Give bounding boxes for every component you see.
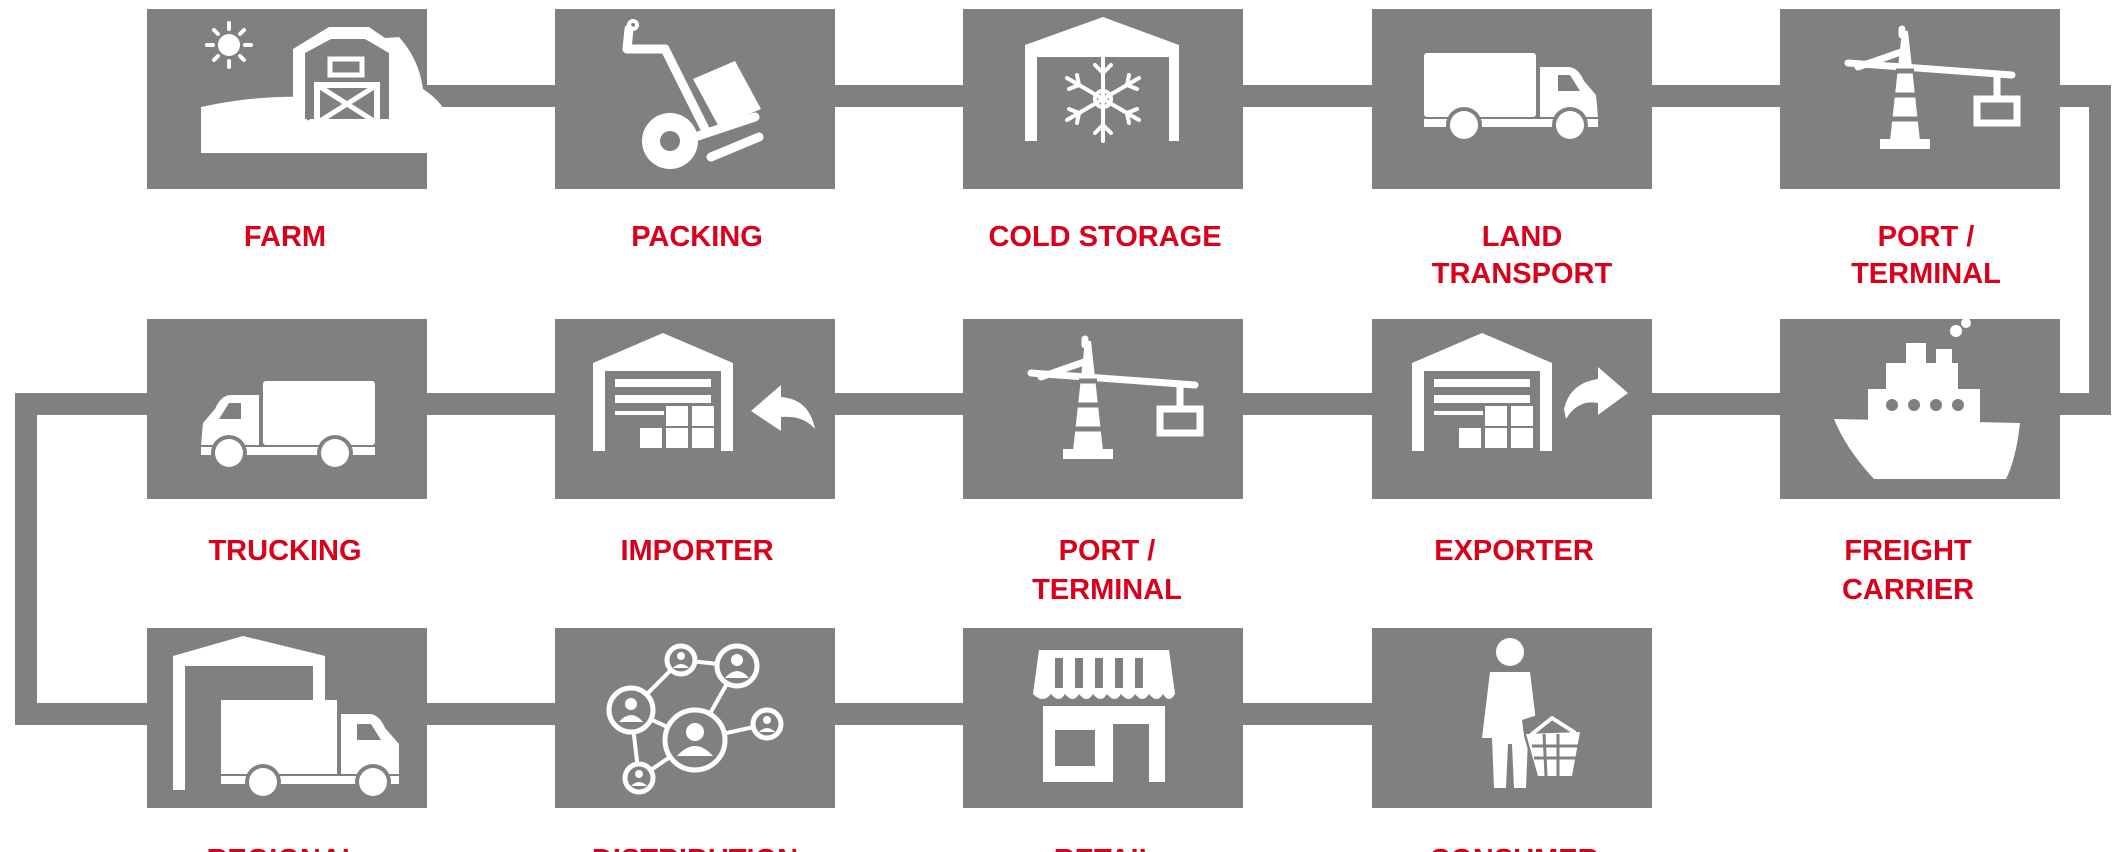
node-label: IMPORTER — [620, 535, 773, 567]
node-label: COLD STORAGE — [988, 221, 1221, 253]
node-packing: PACKING — [555, 9, 835, 253]
warehouse-import-icon — [592, 332, 815, 452]
node-label: TERMINAL — [1032, 574, 1182, 606]
node-label: EXPORTER — [1434, 535, 1594, 567]
cold-storage-snowflake-icon — [1025, 17, 1179, 143]
node-label: RETAIL — [1054, 844, 1157, 852]
node-label: TRUCKING — [208, 535, 361, 567]
node-farm: FARM — [147, 9, 447, 253]
shopper-basket-icon — [1482, 638, 1582, 788]
node-port-terminal-1: PORT / TERMINAL — [1780, 9, 2060, 290]
node-freight-carrier: FREIGHT CARRIER — [1780, 318, 2060, 606]
node-label: PORT / — [1878, 221, 1975, 253]
node-label: PORT / — [1059, 535, 1156, 567]
node-label: FREIGHT — [1844, 535, 1972, 567]
node-label: CARRIER — [1842, 574, 1974, 606]
warehouse-export-icon — [1411, 332, 1628, 452]
node-trucking: TRUCKING — [147, 319, 427, 567]
node-land-transport: LAND TRANSPORT — [1372, 9, 1652, 290]
node-port-terminal-2: PORT / TERMINAL — [963, 319, 1243, 606]
node-label: FARM — [244, 221, 326, 253]
node-label: PACKING — [631, 221, 763, 253]
node-consumer: CONSUMER — [1372, 628, 1652, 852]
node-distribution: DISTRIBUTION — [555, 628, 835, 852]
node-importer: IMPORTER — [555, 319, 835, 567]
node-label: TRANSPORT — [1432, 258, 1613, 290]
node-label: REGIONAL — [206, 844, 359, 852]
node-retail: RETAIL — [963, 628, 1243, 852]
farm-barn-icon — [201, 21, 447, 153]
network-people-icon — [606, 643, 784, 795]
node-regional: REGIONAL — [147, 628, 427, 852]
node-cold-storage: COLD STORAGE — [963, 9, 1243, 253]
node-exporter: EXPORTER — [1372, 319, 1652, 567]
ship-icon — [1834, 318, 2020, 479]
node-label: DISTRIBUTION — [592, 844, 798, 852]
node-label: TERMINAL — [1851, 258, 2001, 290]
storefront-icon — [1033, 650, 1175, 782]
warehouse-truck-icon — [173, 636, 399, 800]
node-label: LAND — [1482, 221, 1563, 253]
hand-truck-icon — [622, 19, 764, 169]
node-label: CONSUMER — [1429, 844, 1598, 852]
